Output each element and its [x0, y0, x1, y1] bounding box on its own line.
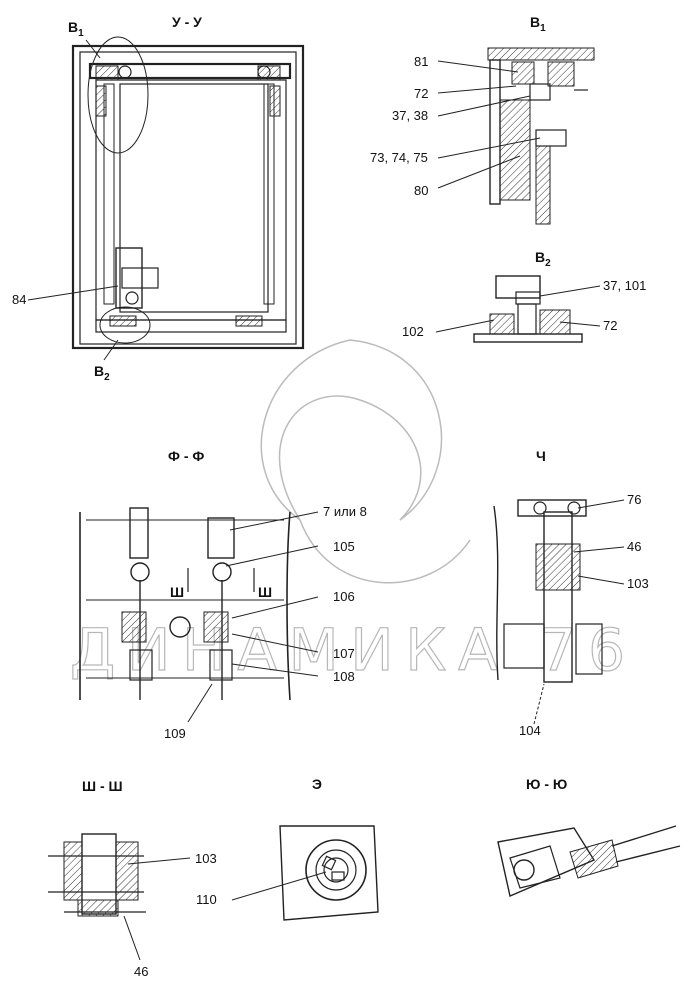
view-e-title: Э	[312, 776, 322, 792]
callout-84: 84	[12, 292, 26, 307]
ff-section-mark-left: Ш	[170, 584, 184, 600]
view-e: Э 110	[196, 776, 379, 921]
view-ch-title: Ч	[536, 448, 546, 464]
ff-label-106: 106	[333, 589, 355, 604]
ch-label-76: 76	[627, 492, 641, 507]
b2-label-72: 72	[603, 318, 617, 333]
b2-label-102: 102	[402, 324, 424, 339]
b1-label-80: 80	[414, 183, 428, 198]
ff-label-105: 105	[333, 539, 355, 554]
ch-label-103: 103	[627, 576, 649, 591]
view-yuyu: Ю - Ю	[497, 776, 681, 897]
view-b2-title: B2	[535, 249, 551, 269]
b1-label-72: 72	[414, 86, 428, 101]
view-b1-title: B1	[530, 14, 546, 34]
shsh-label-46: 46	[134, 964, 148, 979]
uu-outer-frame	[71, 44, 305, 350]
ff-label-7-or-8: 7 или 8	[323, 504, 367, 519]
view-ch: Ч 76 46 103 104	[493, 448, 649, 738]
b1-label-37-38: 37, 38	[392, 108, 428, 123]
view-ff-title: Ф - Ф	[168, 448, 204, 464]
view-uu: У - У B1 B2 84	[12, 14, 305, 383]
ff-section-mark-right: Ш	[258, 584, 272, 600]
ch-label-46: 46	[627, 539, 641, 554]
ch-label-104: 104	[519, 723, 541, 738]
ff-label-107: 107	[333, 646, 355, 661]
view-b1: B1 81 72 37, 38 73, 74, 75 80	[370, 14, 595, 225]
uu-b2-callout: B2	[94, 363, 110, 383]
view-yuyu-title: Ю - Ю	[526, 776, 567, 792]
b1-label-81: 81	[414, 54, 428, 69]
b2-label-37-101: 37, 101	[603, 278, 646, 293]
view-uu-title: У - У	[172, 14, 202, 30]
view-b2: B2 37, 101 102 72	[402, 249, 646, 343]
view-ff: Ф - Ф 7 или 8 105 106 107 108 109 Ш Ш	[79, 448, 367, 741]
ff-label-109: 109	[164, 726, 186, 741]
e-label-110: 110	[196, 892, 217, 907]
uu-b1-callout: B1	[68, 19, 84, 39]
b1-label-73-74-75: 73, 74, 75	[370, 150, 428, 165]
shsh-label-103: 103	[195, 851, 217, 866]
view-shsh-title: Ш - Ш	[82, 778, 123, 794]
view-shsh: Ш - Ш 103 46	[48, 778, 217, 979]
ff-label-108: 108	[333, 669, 355, 684]
